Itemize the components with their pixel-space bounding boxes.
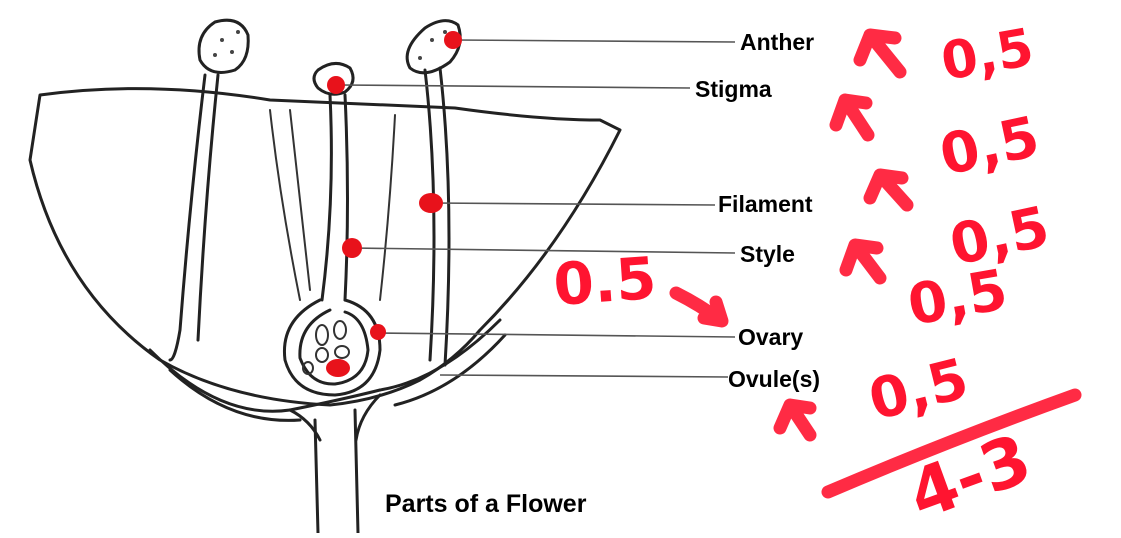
dot-anther: [444, 31, 462, 49]
label-ovary: Ovary: [738, 324, 803, 350]
leader-stigma: [340, 85, 690, 88]
score-stigma: 0,5: [934, 104, 1045, 188]
flower-sketch: [30, 20, 620, 533]
tick-mark-5: [780, 405, 810, 435]
side-arrow: [676, 293, 722, 321]
left-anther: [199, 20, 248, 72]
label-style: Style: [740, 241, 795, 267]
label-ovules: Ovule(s): [728, 366, 820, 392]
leader-anther: [455, 40, 735, 42]
tick-mark-3: [870, 175, 907, 205]
dot-filament: [419, 193, 443, 213]
score-ovary-side: 0.5: [551, 244, 658, 319]
dot-style: [342, 238, 362, 258]
leader-ovules: [440, 375, 728, 377]
grading-annotations: 0,5 0,5 0,5 0,5 0,5 0.5 4-3: [551, 18, 1075, 533]
dot-stigma: [327, 76, 345, 94]
style-shape: [322, 95, 331, 300]
score-style: 0,5: [903, 258, 1012, 339]
label-anther: Anther: [740, 29, 814, 55]
score-ovules: 0,5: [863, 347, 975, 434]
leader-style: [352, 248, 735, 253]
dot-ovules: [326, 359, 350, 377]
score-anther: 0,5: [937, 18, 1038, 93]
leader-lines: [340, 40, 735, 377]
leader-filament: [432, 203, 715, 205]
tick-mark-1: [860, 35, 900, 72]
diagram-title: Parts of a Flower: [385, 490, 587, 518]
total-score: 4-3: [899, 420, 1041, 533]
right-filament: [425, 70, 434, 360]
tick-mark-2: [836, 100, 868, 135]
label-filament: Filament: [718, 191, 813, 217]
dot-ovary: [370, 324, 386, 340]
tick-mark-4: [846, 245, 880, 278]
label-stigma: Stigma: [695, 76, 772, 102]
